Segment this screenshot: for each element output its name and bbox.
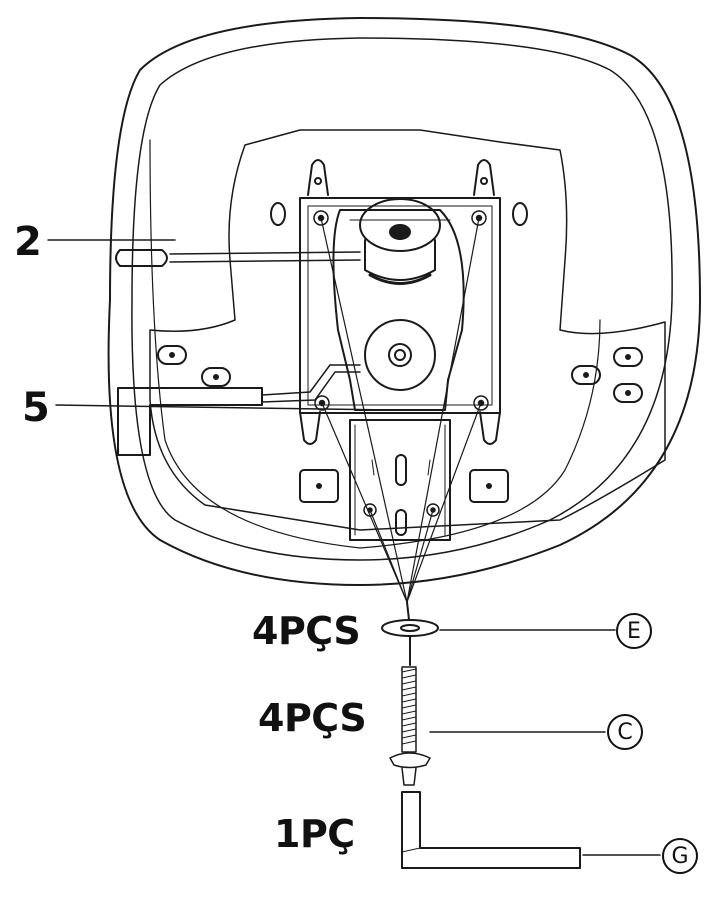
mount-hole (571, 365, 601, 385)
seat-shell-rim (149, 139, 601, 549)
callout-2: 2 (14, 219, 42, 265)
lever-5 (117, 387, 263, 456)
mount-hole (157, 345, 187, 365)
mount-hole (613, 383, 643, 403)
hardware-qty-c: 4PÇS (258, 696, 367, 740)
callout-5: 5 (22, 385, 50, 431)
pad (299, 469, 339, 503)
seat-shell-outer (107, 17, 701, 586)
mechanism-housing (332, 209, 465, 411)
bolt-part (389, 666, 431, 786)
underside-panel (149, 129, 666, 531)
screw-markers (313, 210, 489, 517)
pad (469, 469, 509, 503)
washer-part (381, 619, 439, 637)
leader-line-5 (55, 404, 391, 411)
gas-cylinder (359, 198, 441, 252)
hardware-qty-g: 1PÇ (274, 812, 355, 856)
part-letter-c: C (607, 714, 643, 750)
lever-2 (115, 249, 168, 267)
seat-shell-inner (131, 37, 673, 561)
mount-hole (201, 367, 231, 387)
tension-knob (364, 319, 436, 391)
lower-bracket (349, 419, 451, 541)
hardware-qty-e: 4PÇS (252, 609, 361, 653)
part-letter-e: E (616, 613, 652, 649)
part-letter-g: G (662, 838, 698, 874)
hex-key-part (401, 791, 581, 869)
mount-hole (613, 347, 643, 367)
